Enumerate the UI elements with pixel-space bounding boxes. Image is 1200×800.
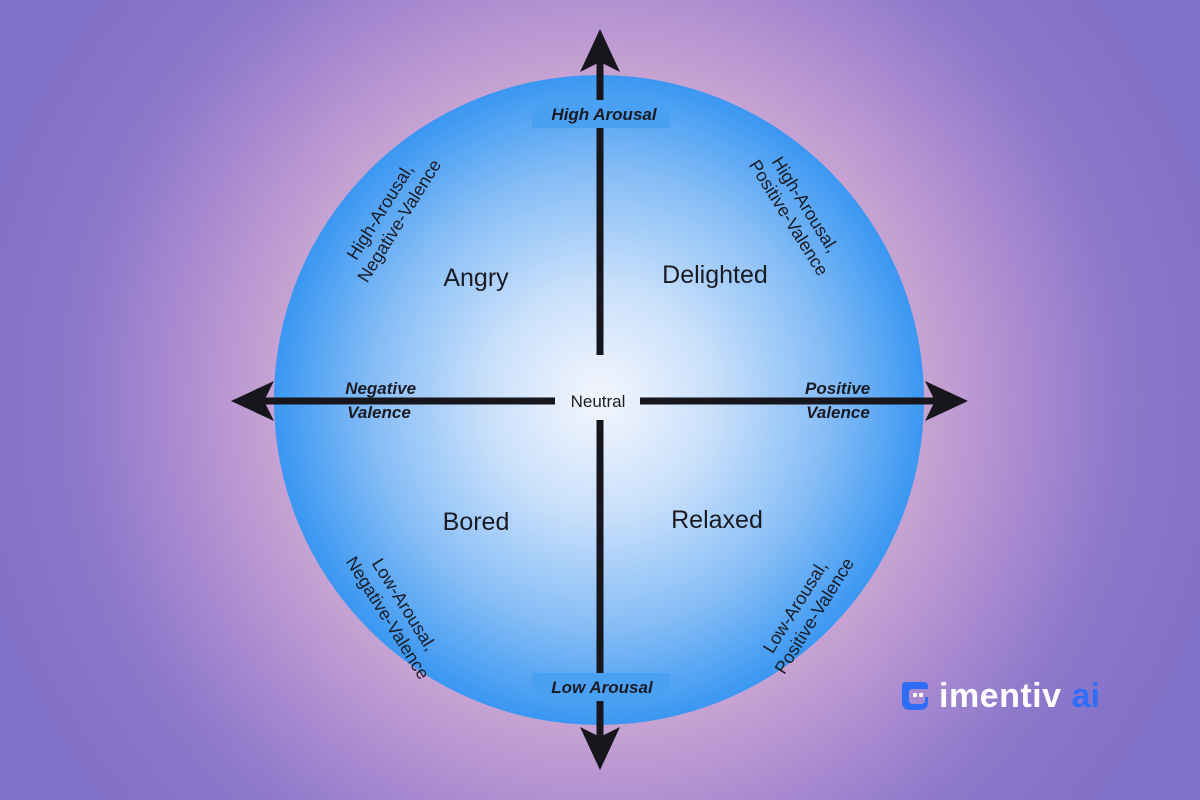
positive-valence-label: Positive Valence	[805, 379, 875, 422]
emotion-relaxed: Relaxed	[671, 506, 763, 534]
imentiv-face-icon	[902, 682, 928, 710]
negative-valence-line1: Negative	[345, 379, 416, 398]
label-gap-high	[532, 100, 670, 128]
logo-accent-text: ai	[1071, 677, 1100, 715]
negative-valence-line2: Valence	[347, 403, 411, 422]
emotion-bored: Bored	[443, 508, 510, 536]
high-arousal-label: High Arousal	[551, 105, 657, 124]
arrow-left-icon	[231, 381, 274, 421]
arrow-down-icon	[580, 727, 620, 770]
emotion-circle	[274, 75, 924, 725]
neutral-label: Neutral	[571, 392, 626, 411]
arrow-up-icon	[580, 29, 620, 72]
positive-valence-line2: Valence	[806, 403, 870, 422]
negative-valence-label: Negative Valence	[345, 379, 421, 422]
positive-valence-line1: Positive	[805, 379, 870, 398]
low-arousal-label: Low Arousal	[551, 678, 654, 697]
imentiv-logo: imentiv ai	[900, 676, 1115, 716]
label-gap-low	[532, 673, 670, 701]
emotion-delighted: Delighted	[662, 261, 768, 289]
emotion-angry: Angry	[443, 264, 509, 292]
arrow-right-icon	[925, 381, 968, 421]
logo-wordmark: imentiv	[939, 677, 1062, 715]
